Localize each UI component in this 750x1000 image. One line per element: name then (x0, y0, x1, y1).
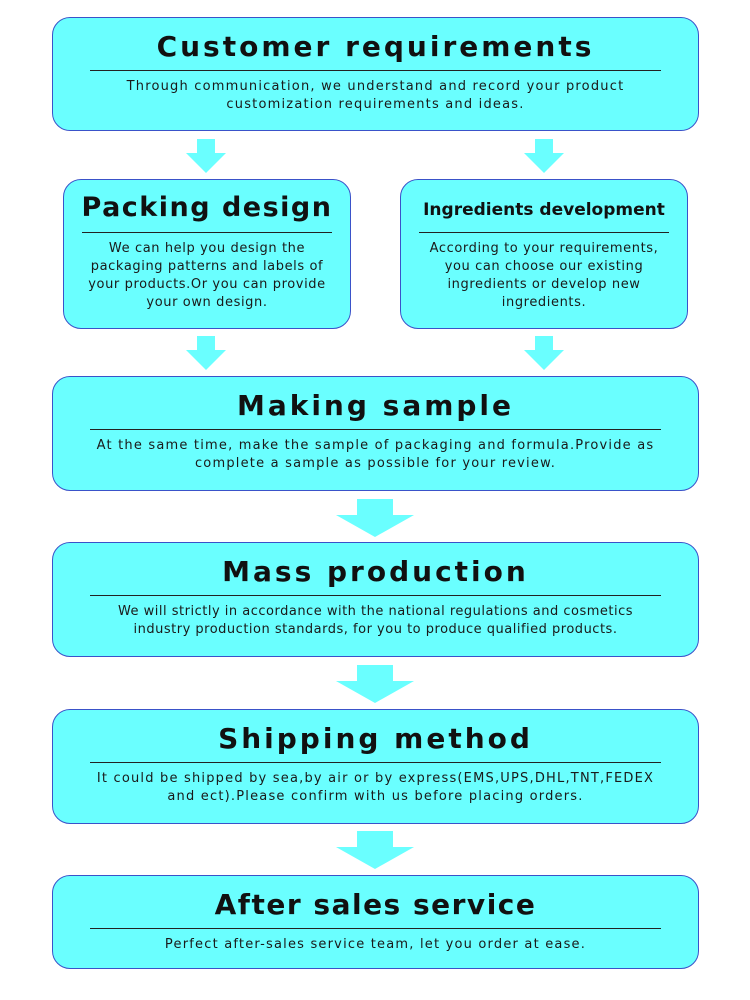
step-mass-production: Mass production We will strictly in acco… (52, 542, 699, 657)
flow-arrow-icon (336, 831, 414, 869)
step-making-sample: Making sample At the same time, make the… (52, 376, 699, 491)
step-description: At the same time, make the sample of pac… (96, 438, 655, 471)
divider (90, 70, 661, 71)
step-shipping-method: Shipping method It could be shipped by s… (52, 709, 699, 824)
divider (90, 595, 661, 596)
flow-arrow-icon (186, 139, 226, 173)
flow-arrow-icon (524, 139, 564, 173)
divider (82, 232, 332, 233)
divider (90, 762, 661, 763)
step-description: It could be shipped by sea,by air or by … (96, 771, 655, 804)
step-description: We can help you design the packaging pat… (88, 241, 326, 310)
step-description: We will strictly in accordance with the … (117, 604, 634, 637)
divider (90, 429, 661, 430)
step-ingredients-development: Ingredients development According to you… (400, 179, 688, 329)
step-description: Through communication, we understand and… (126, 79, 625, 112)
step-customer-requirements: Customer requirements Through communicat… (52, 17, 699, 131)
step-title: Shipping method (218, 722, 533, 755)
step-title: Making sample (236, 389, 515, 422)
step-title: After sales service (214, 888, 537, 921)
step-title: Ingredients development (423, 200, 665, 220)
flow-arrow-icon (336, 499, 414, 537)
divider (419, 232, 669, 233)
step-title: Mass production (222, 555, 529, 588)
step-after-sales-service: After sales service Perfect after-sales … (52, 875, 699, 969)
step-description: According to your requirements, you can … (429, 241, 659, 310)
divider (90, 928, 661, 929)
flow-arrow-icon (186, 336, 226, 370)
flow-arrow-icon (336, 665, 414, 703)
flow-arrow-icon (524, 336, 564, 370)
step-description: Perfect after-sales service team, let yo… (164, 937, 587, 952)
step-title: Customer requirements (156, 30, 595, 63)
step-packing-design: Packing design We can help you design th… (63, 179, 351, 329)
step-title: Packing design (81, 192, 333, 223)
